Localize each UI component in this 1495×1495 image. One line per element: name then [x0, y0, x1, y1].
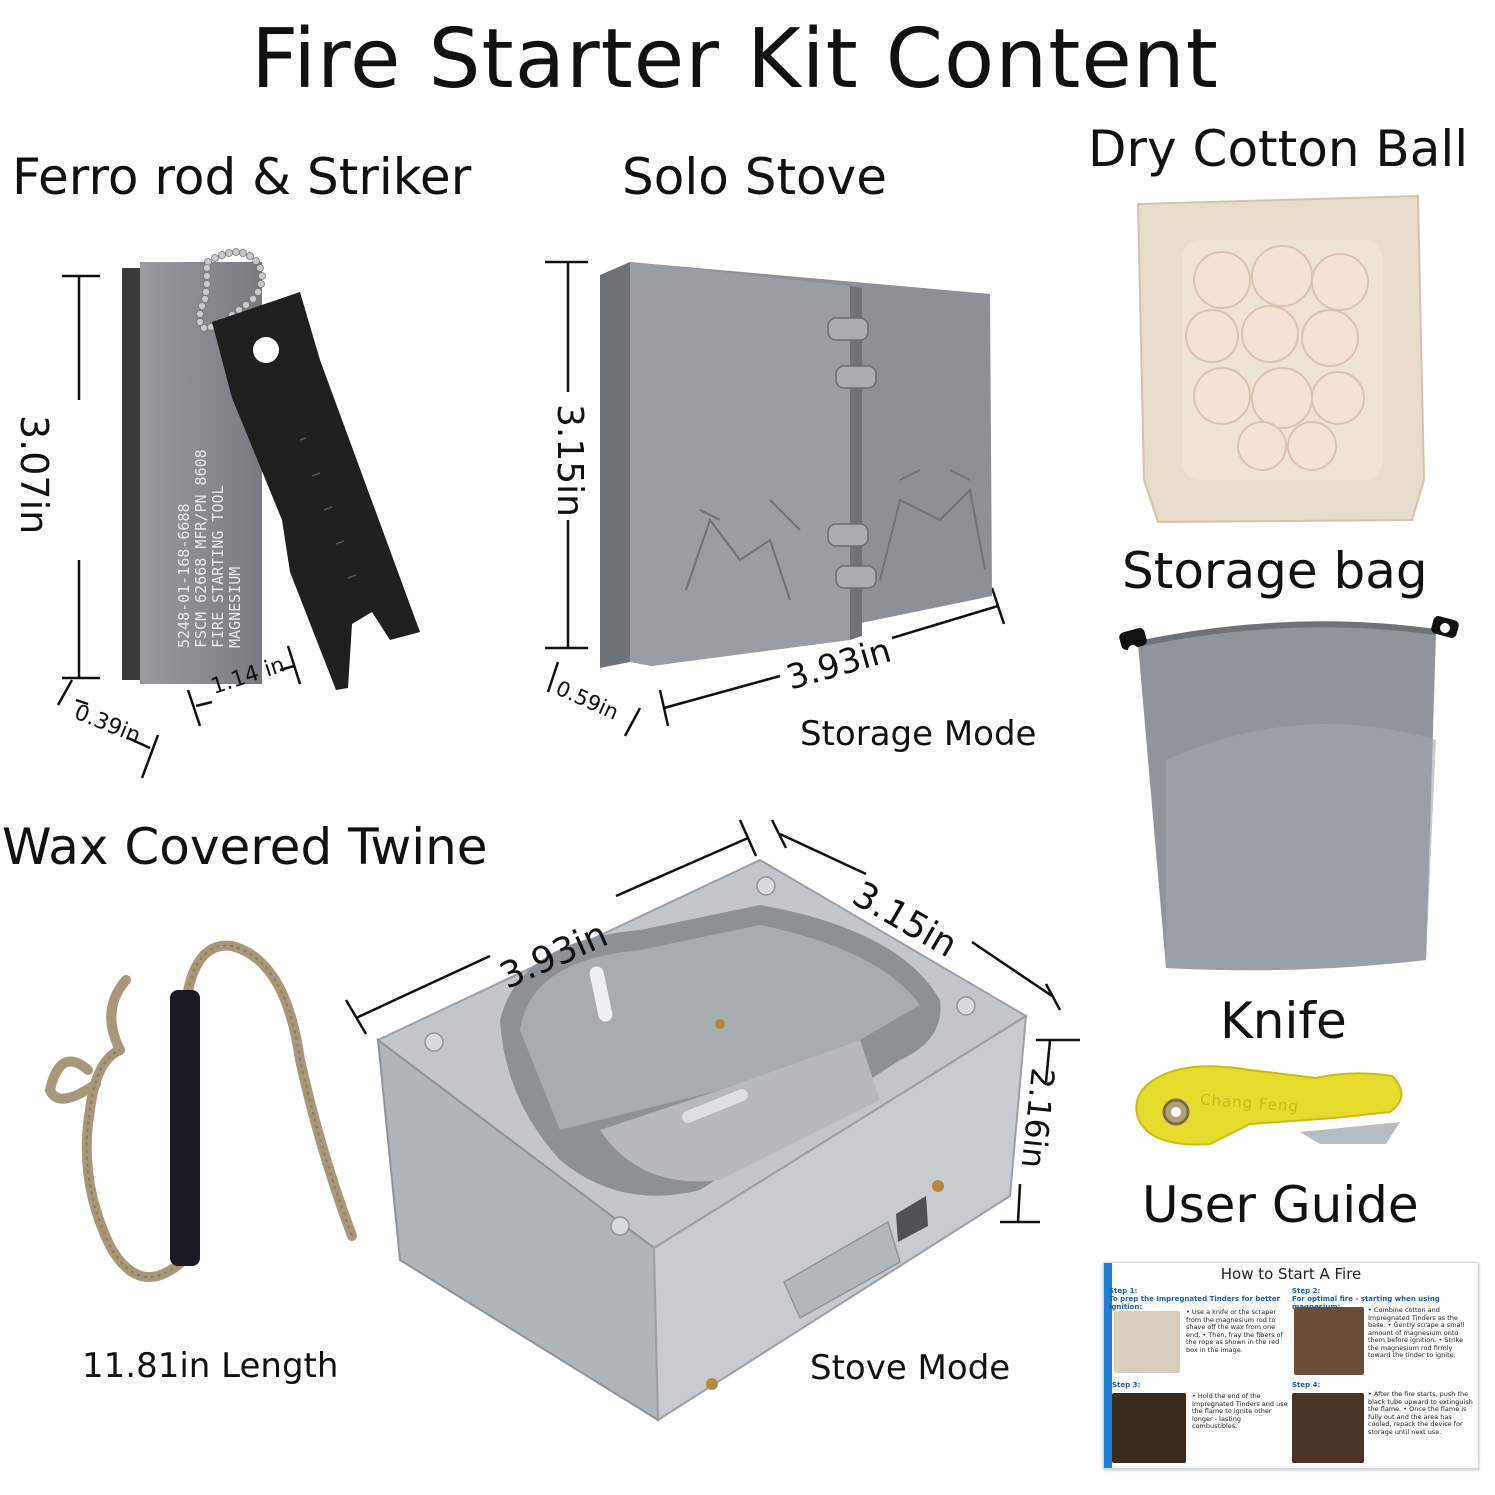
step2-title: Step 2: — [1292, 1287, 1321, 1295]
step1-title: Step 1: — [1109, 1287, 1138, 1295]
guide-accent-stripe — [1104, 1263, 1112, 1468]
stove-mode-caption: Stove Mode — [810, 1348, 1011, 1388]
cotton-ball-heading: Dry Cotton Ball — [1088, 120, 1469, 178]
step4-text: • After the fire starts, push the black … — [1368, 1390, 1473, 1436]
solo-stove-heading: Solo Stove — [622, 148, 887, 206]
guide-card-title: How to Start A Fire — [1220, 1265, 1362, 1283]
storage-bag-heading: Storage bag — [1122, 542, 1428, 600]
twine-heading: Wax Covered Twine — [2, 818, 488, 876]
step2-photo — [1294, 1307, 1364, 1375]
step1-text: • Use a knife or the scraper from the ma… — [1186, 1308, 1283, 1354]
step4-title: Step 4: — [1292, 1381, 1321, 1389]
step3-photo — [1112, 1393, 1186, 1463]
twine-length-caption: 11.81in Length — [82, 1346, 339, 1386]
step1-photo — [1114, 1311, 1180, 1373]
storage-mode-caption: Storage Mode — [800, 714, 1037, 754]
guide-step1-title: Step 1: To prep the Impregnated Tinders … — [1109, 1287, 1289, 1311]
step3-title: Step 3: — [1112, 1381, 1141, 1389]
step2-text: • Combine cotton and Impregnated Tinders… — [1368, 1306, 1465, 1359]
knife-heading: Knife — [1220, 992, 1347, 1050]
ferro-rod-heading: Ferro rod & Striker — [12, 148, 472, 206]
step1-subtitle: To prep the Impregnated Tinders for bett… — [1109, 1295, 1280, 1311]
user-guide-heading: User Guide — [1142, 1176, 1419, 1234]
user-guide-card: How to Start A Fire Step 1: To prep the … — [1103, 1262, 1479, 1469]
step3-text: • Hold the end of the Impregnated Tinder… — [1192, 1392, 1288, 1430]
step4-photo — [1292, 1393, 1364, 1463]
page-title: Fire Starter Kit Content — [251, 12, 1219, 107]
